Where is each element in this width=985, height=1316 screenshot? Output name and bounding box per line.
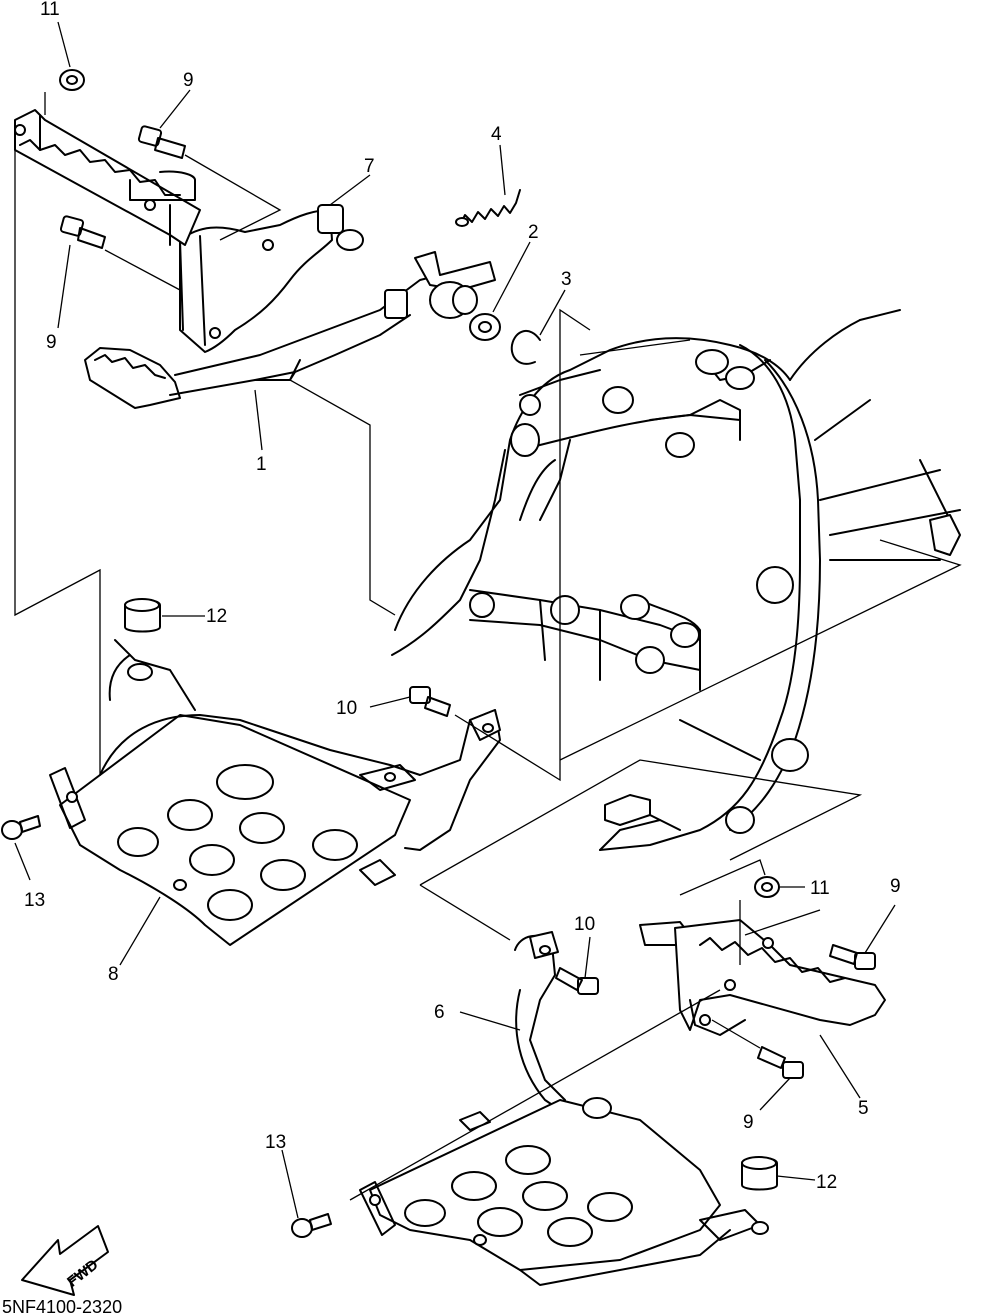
callout-10-lower: 10 xyxy=(574,914,595,935)
callout-2: 2 xyxy=(528,222,539,243)
callout-leaders xyxy=(14,21,896,1219)
callout-labels: 11 9 4 7 2 3 9 1 12 10 13 8 11 9 10 6 9 … xyxy=(24,0,901,1193)
callout-11-right: 11 xyxy=(810,878,830,899)
callout-10-upper: 10 xyxy=(336,698,357,719)
callout-5: 5 xyxy=(858,1098,869,1119)
callout-6: 6 xyxy=(434,1002,445,1023)
bolt-10-upper xyxy=(409,686,451,717)
damper-12-lower xyxy=(741,1156,778,1191)
footrest-bracket xyxy=(179,204,364,353)
callout-13-right: 13 xyxy=(265,1132,286,1153)
callout-1: 1 xyxy=(256,454,267,475)
brake-pedal xyxy=(84,251,496,409)
nut-11-top xyxy=(59,69,85,91)
bolt-13-right xyxy=(291,1213,332,1238)
callout-3: 3 xyxy=(561,269,572,290)
callout-9-left: 9 xyxy=(46,332,57,353)
right-footpeg xyxy=(639,919,886,1036)
fwd-direction-arrow: FWD xyxy=(21,1225,109,1296)
callout-8: 8 xyxy=(108,964,119,985)
assembly-guide-lines xyxy=(14,92,962,1201)
callout-4: 4 xyxy=(491,124,502,145)
callout-7: 7 xyxy=(364,156,375,177)
callout-12-lower: 12 xyxy=(816,1172,837,1193)
bolt-10-lower xyxy=(555,967,599,995)
bolt-9-lower xyxy=(59,215,106,249)
callout-12-upper: 12 xyxy=(206,606,227,627)
bolt-9-upper xyxy=(137,125,186,159)
damper-12-upper xyxy=(124,598,161,633)
nut-11-right xyxy=(754,876,780,898)
callout-9-top: 9 xyxy=(183,70,194,91)
drawing-code: 5NF4100-2320 xyxy=(2,1297,122,1316)
bolt-9-right-lower xyxy=(757,1046,804,1079)
washer xyxy=(469,313,501,341)
left-footpeg xyxy=(14,109,201,246)
callout-11-top: 11 xyxy=(40,0,60,20)
callout-13-left: 13 xyxy=(24,890,45,911)
circlip xyxy=(510,330,541,365)
frame-assembly xyxy=(391,309,961,851)
bolt-13-left xyxy=(1,815,41,840)
return-spring xyxy=(455,189,521,227)
left-guard xyxy=(49,639,501,946)
callout-9-right-lower: 9 xyxy=(743,1112,754,1133)
callout-9-right-upper: 9 xyxy=(890,876,901,897)
right-guard xyxy=(359,931,769,1286)
